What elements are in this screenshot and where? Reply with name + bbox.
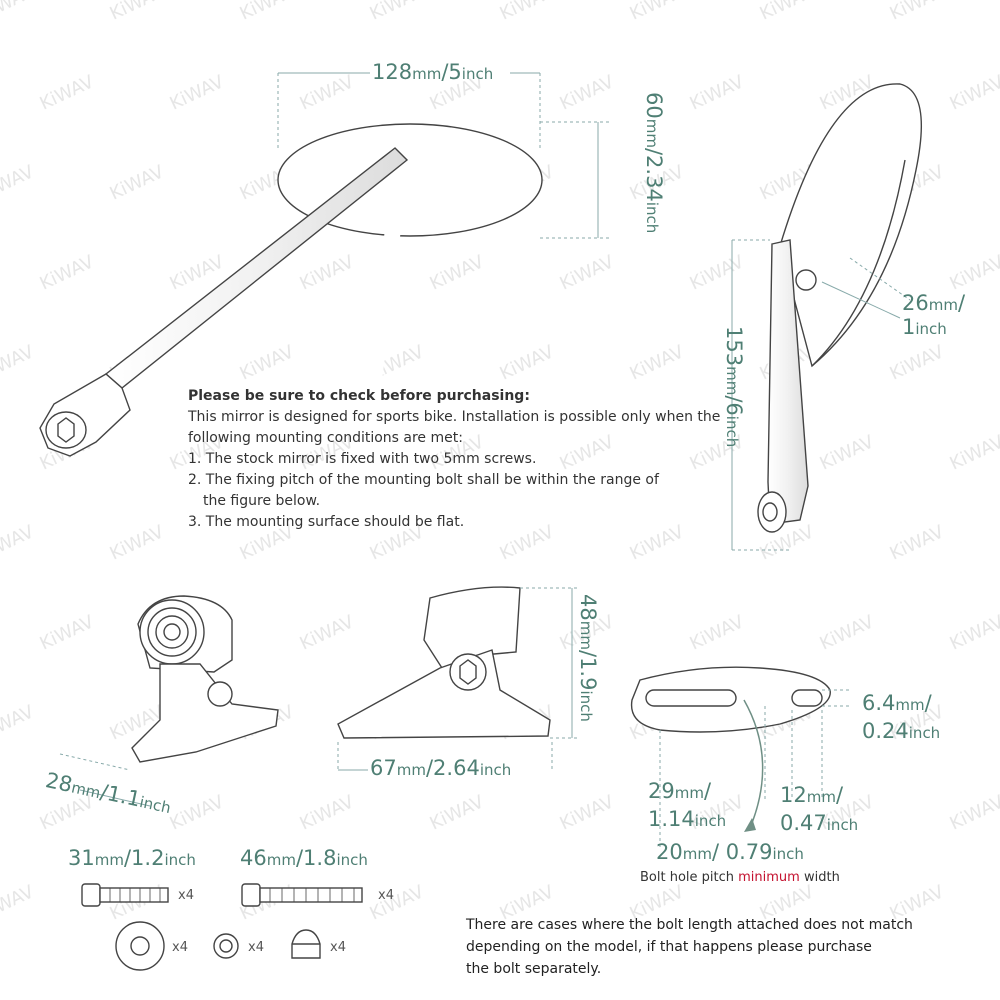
dim-width-top: 128mm/5inch [372, 60, 494, 84]
notice-item: 1. The stock mirror is fixed with two 5m… [188, 451, 537, 467]
notice-line: This mirror is designed for sports bike.… [188, 409, 721, 425]
dim-mirror-depth: 26mm/ 1inch [902, 291, 966, 339]
mount-front-view [59, 595, 279, 807]
qty-bolt-long: x4 [378, 888, 394, 903]
notice-item: 3. The mounting surface should be flat. [188, 514, 465, 530]
mirror-front-view [39, 72, 610, 457]
notice-title: Please be sure to check before purchasin… [188, 388, 530, 404]
notice-item: 2. The fixing pitch of the mounting bolt… [188, 472, 659, 488]
dim-bolt-short: 31mm/1.2inch [68, 846, 196, 870]
dim-slot-right: 12mm/ 0.47inch [780, 783, 859, 835]
qty-washer: x4 [172, 940, 188, 955]
qty-bolt-short: x4 [178, 888, 194, 903]
dim-slot-left: 29mm/ 1.14inch [648, 779, 727, 831]
bolt-length-note: There are cases where the bolt length at… [466, 914, 946, 980]
dim-base-height: 48mm/1.9inch [576, 594, 600, 722]
hardware-kit [81, 883, 363, 971]
qty-nut: x4 [248, 940, 264, 955]
notice-item: the figure below. [203, 493, 321, 509]
dim-height-top: 60mm/2.34inch [642, 92, 666, 234]
dim-bolt-long: 46mm/1.8inch [240, 846, 368, 870]
mount-side-view [337, 586, 580, 771]
note-line: There are cases where the bolt length at… [466, 917, 913, 933]
mirror-side-view [731, 83, 922, 551]
note-line: depending on the model, if that happens … [466, 939, 872, 955]
pitch-caption: Bolt hole pitch minimum width [640, 870, 840, 885]
notice-line: following mounting conditions are met: [188, 430, 463, 446]
purchase-notice: Please be sure to check before purchasin… [188, 386, 728, 533]
mount-plate-view [630, 666, 852, 850]
note-line: the bolt separately. [466, 961, 602, 977]
qty-cap-nut: x4 [330, 940, 346, 955]
dim-slot-height: 6.4mm/ 0.24inch [862, 691, 941, 743]
dim-base-length: 67mm/2.64inch [370, 756, 512, 780]
dim-pitch: 20mm/ 0.79inch [656, 840, 804, 864]
